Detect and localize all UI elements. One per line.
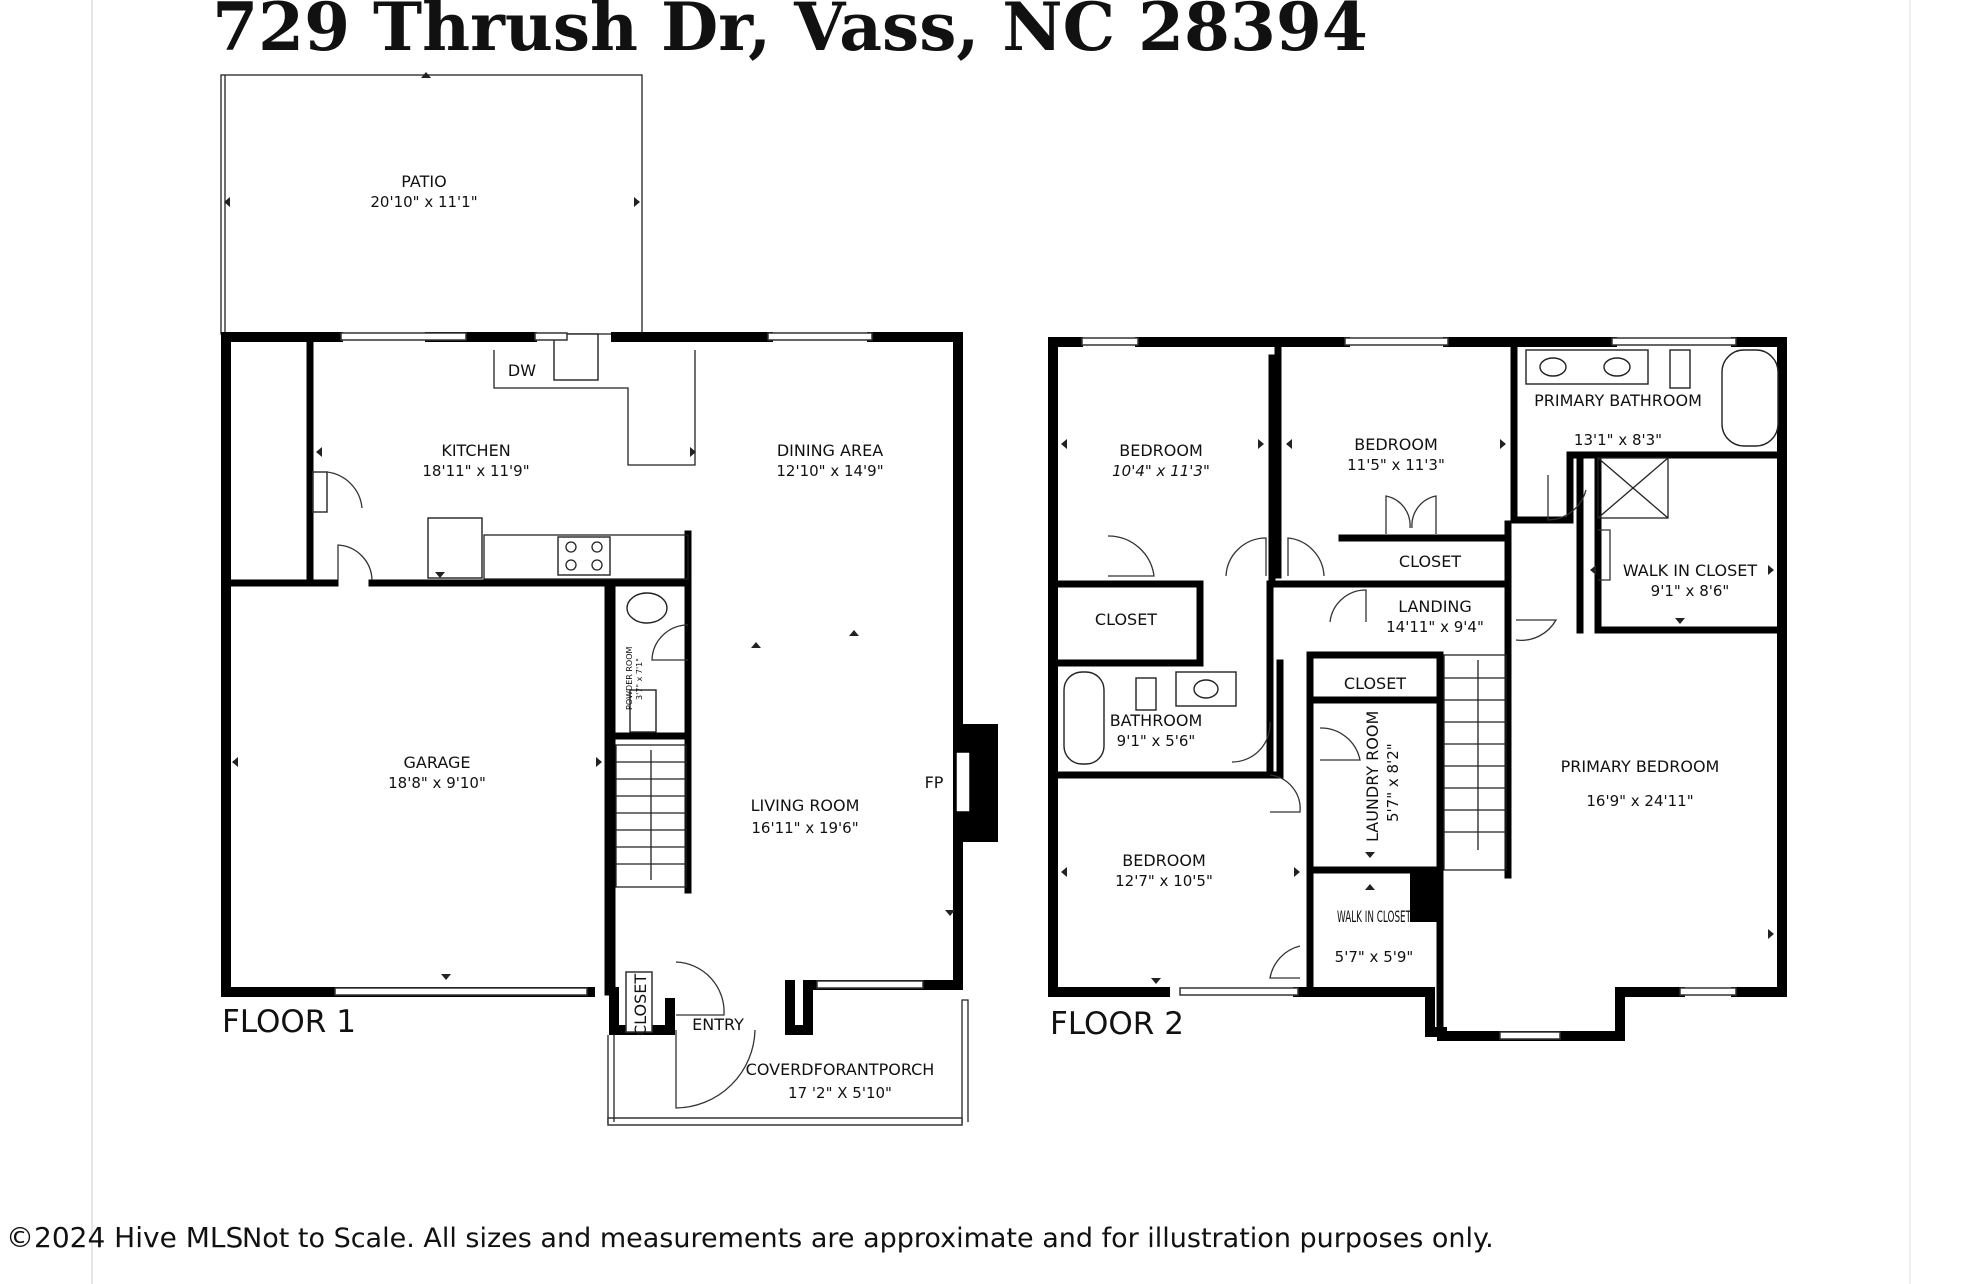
bedroom-2-dimensions: 11'5" x 11'3" [1347,456,1445,474]
primary-bedroom-label: PRIMARY BEDROOM [1561,757,1720,776]
laundry-room-label: LAUNDRY ROOM [1363,711,1382,842]
floor2-stairs [1443,654,1507,871]
fireplace-label: FP [925,773,944,792]
bedroom-3-dimensions: 12'7" x 10'5" [1115,872,1213,890]
primary-bathroom-dimensions: 13'1" x 8'3" [1574,431,1662,449]
bedroom-1-dimensions: 10'4" x 11'3" [1112,462,1210,480]
floor-2 [1048,337,1787,1041]
floor-1 [220,72,998,1126]
floor1-stairs [615,744,687,888]
walk-in-closet-2-dimensions: 5'7" x 5'9" [1335,948,1414,966]
dining-area-label: DINING AREA [777,441,883,460]
window [816,980,924,989]
covered-porch [607,999,969,1126]
refrigerator [427,517,483,579]
walk-in-closet-2-label: WALK IN CLOSET [1337,907,1411,926]
kitchen-island [483,534,689,580]
floor1-closet-label: CLOSET [631,974,650,1036]
landing-dimensions: 14'11" x 9'4" [1386,618,1484,636]
dining-area-dimensions: 12'10" x 14'9" [776,462,883,480]
floor2-label: FLOOR 2 [1050,1006,1184,1042]
powder-room-dimensions: 3'7" x 7'1" [635,658,644,700]
patio-label: PATIO [401,172,446,191]
floor1-interior-wall [222,333,692,996]
window [1081,337,1139,346]
laundry-room-dimensions: 5'7" x 8'2" [1384,743,1402,822]
closet-upper-label: CLOSET [1399,552,1461,571]
floor2-chase [1410,870,1440,922]
powder-room-label: POWDER ROOM [625,647,634,711]
shower [1597,457,1669,519]
primary-bedroom-dimensions: 16'9" x 24'11" [1586,792,1693,810]
bathroom-dimensions: 9'1" x 5'6" [1117,732,1196,750]
bedroom-1-label: BEDROOM [1119,441,1203,460]
window [1679,987,1737,996]
bedroom-3-label: BEDROOM [1122,851,1206,870]
window [1344,337,1449,346]
copyright-watermark: ©2024 Hive MLS [6,1221,243,1254]
bedroom-2-label: BEDROOM [1354,435,1438,454]
garage-label: GARAGE [404,753,471,772]
garage-dimensions: 18'8" x 9'10" [388,774,486,792]
hall-bathtub [1063,671,1105,765]
porch-label: COVERDFORANTPORCH [746,1060,935,1079]
window [1611,337,1737,346]
pantry-door [312,471,328,513]
entry-label: ENTRY [692,1015,744,1034]
window [1179,987,1299,996]
kitchen-label: KITCHEN [441,441,510,460]
walk-in-closet-1-label: WALK IN CLOSET [1623,561,1758,580]
floor1-label: FLOOR 1 [222,1004,356,1040]
page-title: 729 Thrush Dr, Vass, NC 28394 [212,0,1368,66]
landing-label: LANDING [1398,597,1472,616]
bathtub [1721,349,1779,447]
powder-room-toilet [629,689,657,733]
window [767,332,873,341]
kitchen-counter [493,350,696,466]
bathroom-label: BATHROOM [1110,711,1203,730]
window [340,332,467,341]
living-room-dimensions: 16'11" x 19'6" [751,819,858,837]
garage-door-arc [337,544,373,581]
powder-room-sink [626,592,668,624]
living-room-label: LIVING ROOM [751,796,860,815]
window [1499,1031,1561,1040]
window [534,332,568,341]
primary-toilet [1669,349,1691,389]
kitchen-dimensions: 18'11" x 11'9" [422,462,529,480]
stove [557,536,611,576]
garage-door [334,987,588,996]
kitchen-sink [553,333,599,381]
patio-dimensions: 20'10" x 11'1" [370,193,477,211]
hall-toilet [1135,677,1157,711]
dishwasher-label: DW [508,361,536,380]
closet-laundry-label: CLOSET [1344,674,1406,693]
closet-left-label: CLOSET [1095,610,1157,629]
walk-in-closet-1-dimensions: 9'1" x 8'6" [1651,582,1730,600]
disclaimer: Not to Scale. All sizes and measurements… [242,1223,1494,1254]
floor2-interior-wall [1049,338,1786,1036]
porch-dimensions: 17 '2" X 5'10" [788,1084,892,1102]
primary-bathroom-label: PRIMARY BATHROOM [1534,391,1702,410]
